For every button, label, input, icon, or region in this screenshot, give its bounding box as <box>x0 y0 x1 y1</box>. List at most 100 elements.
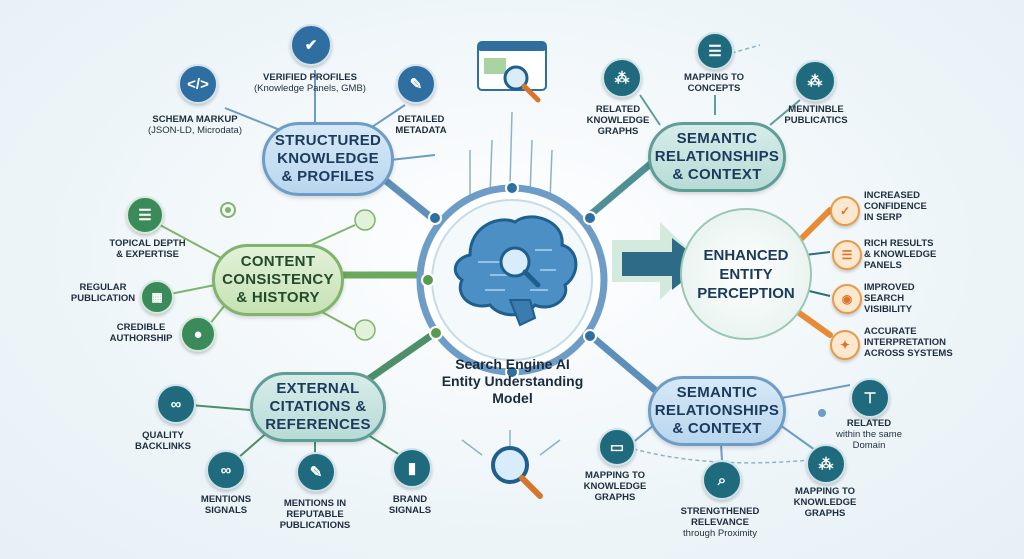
label-line: GRAPHS <box>597 126 639 137</box>
hub-line: & PROFILES <box>281 168 375 185</box>
label-line: GRAPHS <box>804 508 846 519</box>
hub-line: KNOWLEDGE <box>277 150 379 167</box>
label-line: IN SERP <box>864 212 903 223</box>
label-line: METADATA <box>395 125 447 136</box>
label-line: KNOWLEDGE <box>586 115 650 126</box>
enhanced-line-1: ENHANCED <box>703 246 789 264</box>
hub-line: EXTERNAL <box>276 380 360 397</box>
label-line: ACCURATE <box>864 326 917 337</box>
chat-icon: ▭ <box>598 428 636 466</box>
quality-backlinks-label: QUALITY BACKLINKS <box>118 430 208 452</box>
label-line: SIGNALS <box>388 505 432 516</box>
label-line: ACROSS SYSTEMS <box>864 348 953 359</box>
center-title: Search Engine AI Entity Understanding Mo… <box>430 356 595 407</box>
label-line: INTERPRETATION <box>864 337 946 348</box>
document-icon: ☰ <box>832 240 862 270</box>
label-line: KNOWLEDGE <box>793 497 857 508</box>
brand-signals-label: BRAND SIGNALS <box>378 494 442 516</box>
hub-line: STRUCTURED <box>274 132 382 149</box>
enhanced-entity-perception: ENHANCED ENTITY PERCEPTION <box>680 208 812 340</box>
label-line: MENTINBLE <box>788 104 844 115</box>
label-line: VISIBILITY <box>864 304 913 315</box>
label-line: INCREASED <box>864 190 920 201</box>
label-line: CONFIDENCE <box>864 201 927 212</box>
label-sub: (JSON-LD, Microdata) <box>148 125 242 136</box>
shield-check-icon: ✓ <box>830 196 860 226</box>
label-line: PANELS <box>864 260 902 271</box>
brain-icon <box>453 215 578 327</box>
label-sub: within the same <box>835 429 902 440</box>
mapping-knowledge-graphs-right-label: MAPPING TO KNOWLEDGE GRAPHS <box>780 486 870 519</box>
document-icon: ☰ <box>126 196 164 234</box>
related-knowledge-graphs-label: RELATED KNOWLEDGE GRAPHS <box>576 104 660 137</box>
document-edit-icon: ✎ <box>296 452 336 492</box>
label-line: GRAPHS <box>594 492 636 503</box>
label-line: PUBLICATION <box>70 293 136 304</box>
regular-publication-label: REGULAR PUBLICATION <box>66 282 140 304</box>
enhanced-line-2: ENTITY <box>719 265 773 283</box>
label-title: SCHEMA MARKUP <box>152 114 238 125</box>
label-line: MAPPING TO <box>585 470 645 481</box>
document-edit-icon: ✎ <box>396 64 436 104</box>
label-line: MAPPING TO <box>795 486 855 497</box>
bar-chart-icon: ▮ <box>392 448 432 488</box>
label-line: QUALITY <box>142 430 184 441</box>
label-line: AUTHORSHIP <box>109 333 173 344</box>
related-domain-label: RELATED within the same Domain <box>826 418 912 451</box>
mapping-knowledge-graphs-left-label: MAPPING TO KNOWLEDGE GRAPHS <box>572 470 658 503</box>
label-line: PUBLICATICS <box>784 115 848 126</box>
label-line: SIGNALS <box>204 505 248 516</box>
schema-markup-label: SCHEMA MARKUP (JSON-LD, Microdata) <box>140 114 250 136</box>
hub-line: RELATIONSHIPS <box>654 402 780 419</box>
author-icon: ● <box>180 316 216 352</box>
network-icon: ⁂ <box>806 444 846 484</box>
label-line: DETAILED <box>397 114 445 125</box>
mentible-publicatics-label: MENTINBLE PUBLICATICS <box>776 104 856 126</box>
enhanced-line-3: PERCEPTION <box>697 284 795 302</box>
label-line: SEARCH <box>864 293 905 304</box>
label-line: MENTIONS IN <box>283 498 347 509</box>
mapping-to-concepts-label: MAPPING TO CONCEPTS <box>672 72 756 94</box>
hub-line: SEMANTIC <box>676 130 758 147</box>
label-line: & KNOWLEDGE <box>864 249 937 260</box>
label-line: RELEVANCE <box>691 517 749 528</box>
label-line: KNOWLEDGE <box>583 481 647 492</box>
search-icon: ⌕ <box>702 460 742 500</box>
hub-line: CONTENT <box>240 253 316 270</box>
hub-line: & CONTEXT <box>672 166 762 183</box>
verified-profiles-label: VERIFIED PROFILES (Knowledge Panels, GMB… <box>250 72 370 94</box>
outcome-confidence: INCREASED CONFIDENCE IN SERP <box>864 190 974 223</box>
label-line: RELATED <box>595 104 641 115</box>
outcome-visibility: IMPROVED SEARCH VISIBILITY <box>864 282 974 315</box>
label-line: REPUTABLE <box>286 509 344 520</box>
label-line: TOPICAL DEPTH <box>109 238 186 249</box>
network-icon: ⁂ <box>794 60 836 102</box>
document-icon: ☰ <box>696 32 734 70</box>
hub-line: RELATIONSHIPS <box>654 148 780 165</box>
magnifier-icon <box>491 446 543 499</box>
center-title-line: Entity Understanding <box>441 373 584 389</box>
outcome-interpretation: ACCURATE INTERPRETATION ACROSS SYSTEMS <box>864 326 984 359</box>
label-line: BRAND <box>392 494 428 505</box>
label-line: RICH RESULTS <box>864 238 934 249</box>
label-line: IMPROVED <box>864 282 915 293</box>
network-icon: ⁂ <box>602 58 642 98</box>
label-title: RELATED <box>846 418 892 429</box>
label-sub: through Proximity <box>683 528 757 539</box>
label-line: & EXPERTISE <box>116 249 179 260</box>
credible-authorship-label: CREDIBLE AUTHORSHIP <box>104 322 178 344</box>
hub-line: & HISTORY <box>236 289 320 306</box>
label-line: PUBLICATIONS <box>279 520 351 531</box>
strengthened-relevance-label: STRENGTHENED RELEVANCE through Proximity <box>670 506 770 539</box>
label-line: BACKLINKS <box>135 441 191 452</box>
label-line: CONCEPTS <box>687 83 741 94</box>
center-title-line: Search Engine AI <box>455 356 570 372</box>
hierarchy-icon: ⊤ <box>850 378 890 418</box>
